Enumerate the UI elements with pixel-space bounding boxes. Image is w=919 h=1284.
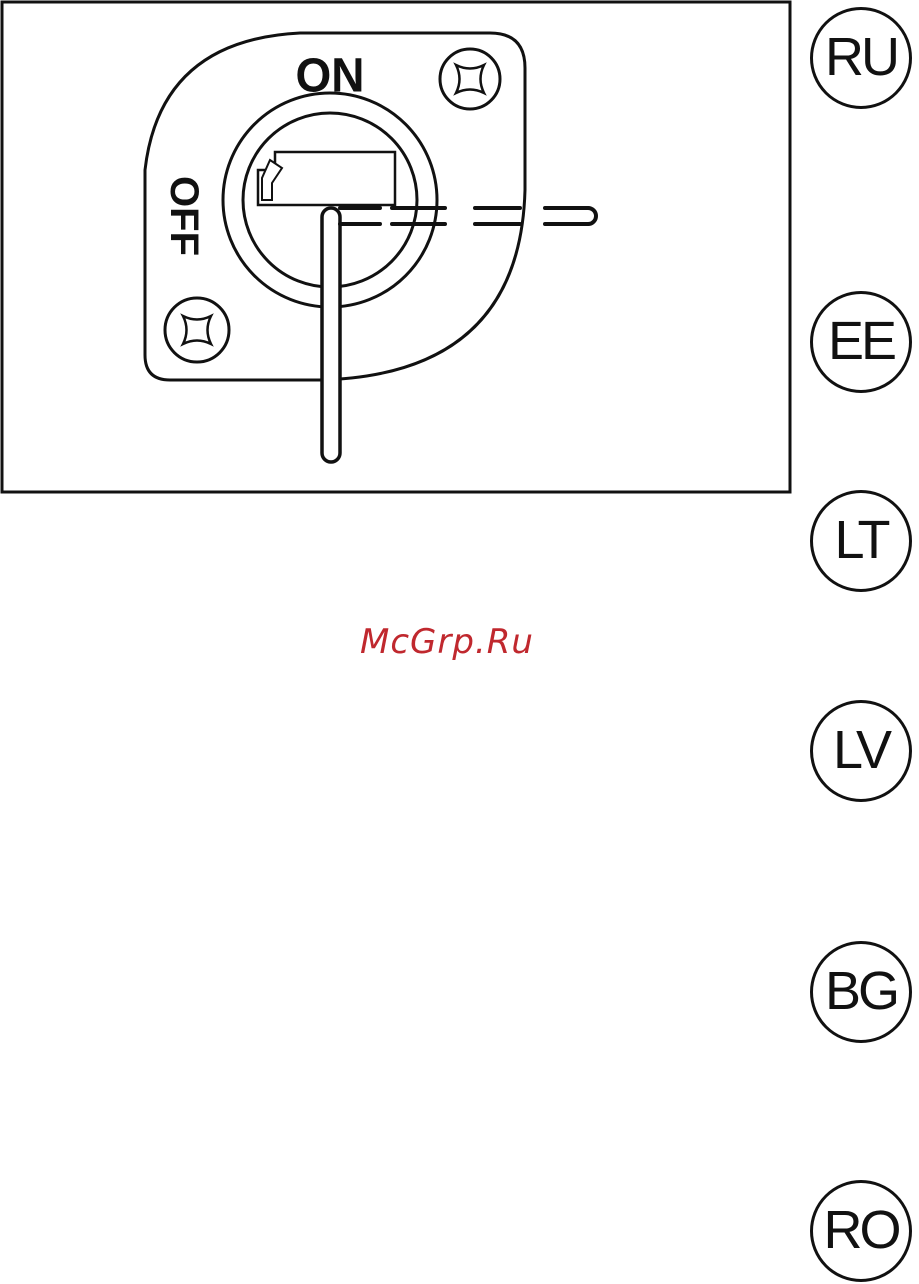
language-badge-bg: BG [810,941,912,1043]
key-handle [322,208,340,462]
language-code: BG [825,964,897,1018]
language-badge-lv: LV [810,700,912,802]
language-badge-ru: RU [810,7,912,109]
off-label: OFF [162,176,206,256]
language-code: LT [834,513,887,567]
screw-icon [440,49,500,109]
language-badge-lt: LT [810,490,912,592]
ignition-switch-diagram: ON OFF [0,0,792,494]
language-badge-ro: RO [810,1180,912,1282]
watermark-text: McGrp.Ru [360,622,580,662]
diagram-svg: ON OFF [0,0,792,494]
language-code: RU [825,30,897,84]
language-code: LV [833,723,889,777]
screw-icon [165,298,229,362]
on-label: ON [296,47,365,101]
language-code: RO [824,1203,899,1257]
language-badge-ee: EE [810,291,912,393]
language-code: EE [828,314,894,368]
key-slot [258,152,395,205]
